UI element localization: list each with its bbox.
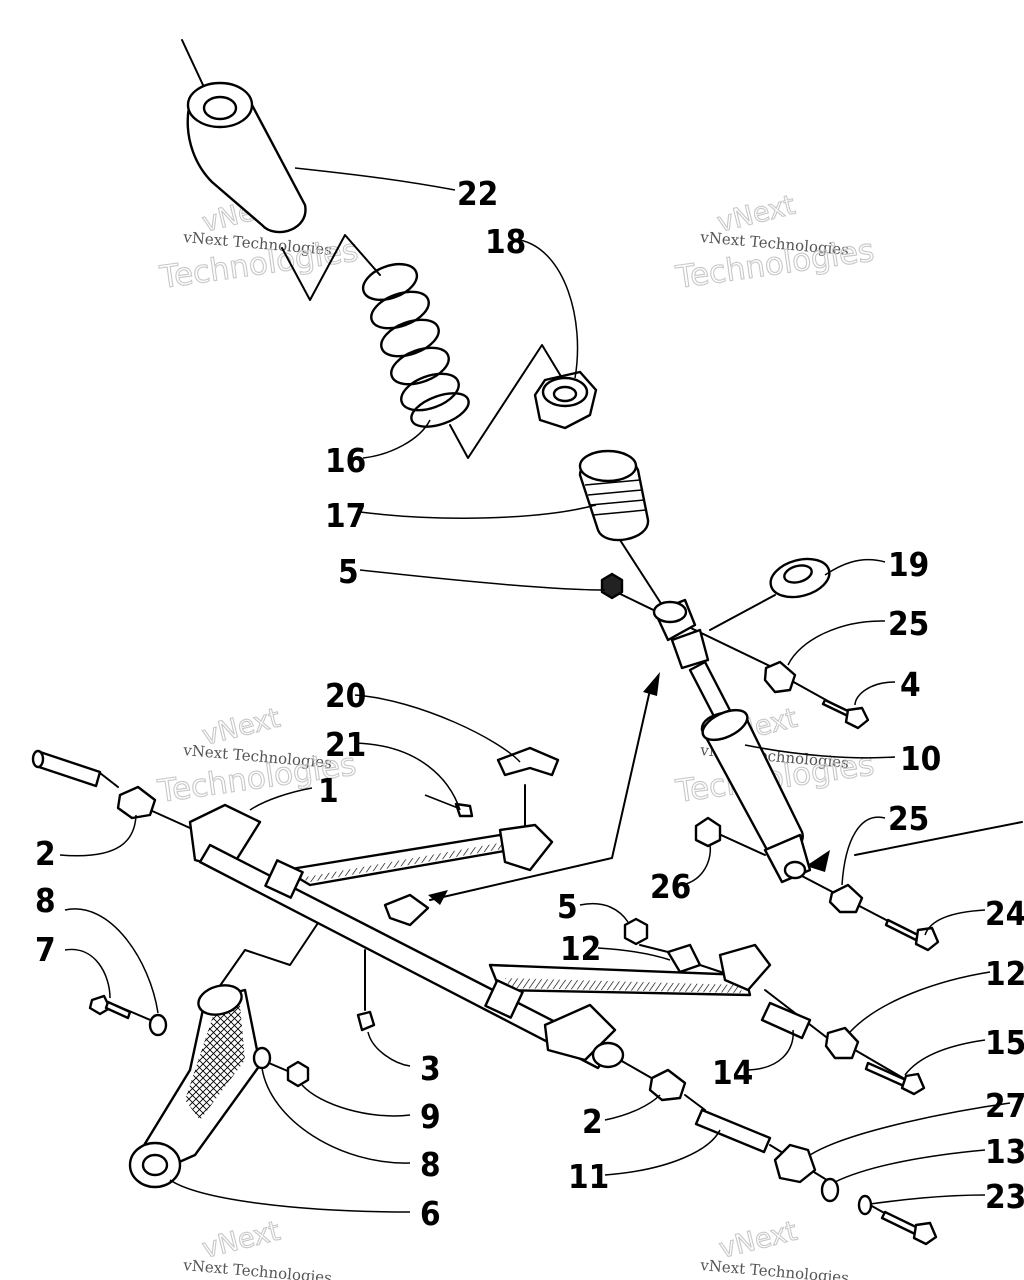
- callout-2-right: 2: [582, 1102, 603, 1141]
- callout-18: 18: [485, 222, 526, 261]
- bushing-lower-part-25: [828, 883, 864, 914]
- callout-7: 7: [35, 930, 56, 969]
- coil-spring-part-16: [361, 262, 470, 428]
- callout-8-lower: 8: [420, 1145, 441, 1184]
- steering-lever-part-6: [128, 984, 262, 1189]
- callout-13: 13: [985, 1132, 1024, 1171]
- watermark-top-right: vNext vNext Technologies Technologies: [673, 189, 877, 297]
- callout-24: 24: [985, 894, 1024, 933]
- callout-9: 9: [420, 1097, 441, 1136]
- spacer-part-12-upper: [666, 943, 702, 974]
- watermark-bottom-right: vNext vNext Technologies: [699, 1215, 850, 1280]
- callout-23: 23: [985, 1177, 1024, 1216]
- callout-1: 1: [318, 771, 339, 810]
- callout-12-lower: 12: [985, 954, 1024, 993]
- callout-25-upper: 25: [888, 604, 929, 643]
- callout-4: 4: [900, 665, 921, 704]
- callout-10: 10: [900, 739, 941, 778]
- spring-adjuster-part-18: [533, 370, 598, 430]
- nut-lower-part-5: [623, 917, 649, 946]
- nut-part-26: [694, 816, 722, 848]
- bolt-part-23: [880, 1210, 938, 1246]
- washer-part-13: [820, 1177, 840, 1203]
- callout-15: 15: [985, 1023, 1024, 1062]
- svg-text:vNext Technologies: vNext Technologies: [182, 1256, 333, 1280]
- callout-19: 19: [888, 545, 929, 584]
- callout-20: 20: [325, 676, 366, 715]
- shock-absorber-part-10: [652, 598, 812, 884]
- callout-8-upper: 8: [35, 881, 56, 920]
- callout-labels: 22 18 16 17 5 19 25 4 20 21 10 1 25 2 26…: [35, 174, 1024, 1233]
- washer-part-8-left: [148, 1013, 168, 1037]
- callout-3: 3: [420, 1049, 441, 1088]
- callout-5-lower: 5: [557, 887, 578, 926]
- pin-part-11: [694, 1108, 772, 1154]
- callout-12-upper: 12: [560, 929, 601, 968]
- callout-26: 26: [650, 867, 691, 906]
- nut-part-12-lower: [824, 1026, 860, 1060]
- bushing-part-2-right: [648, 1068, 687, 1102]
- callout-5-upper: 5: [338, 552, 359, 591]
- bolt-part-4: [821, 698, 870, 730]
- bushing-upper-part-25: [763, 660, 797, 694]
- shock-boot-part-22: [186, 81, 307, 234]
- nut-upper-part-5: [600, 572, 624, 600]
- callout-6: 6: [420, 1194, 441, 1233]
- callout-17: 17: [325, 496, 366, 535]
- grease-fitting-part-3: [356, 1010, 376, 1032]
- callout-14: 14: [712, 1053, 753, 1092]
- nut-part-9: [286, 1060, 310, 1088]
- leader-lines: [59, 167, 1011, 1213]
- washer-part-8-right: [252, 1046, 272, 1070]
- callout-27: 27: [985, 1086, 1024, 1125]
- control-arm-part-1: [188, 803, 772, 1070]
- direction-arrows: [428, 672, 830, 905]
- rubber-washer-part-19: [769, 557, 831, 599]
- sleeve-part-14: [760, 1001, 812, 1040]
- callout-11: 11: [568, 1157, 609, 1196]
- svg-text:vNext: vNext: [199, 1216, 283, 1265]
- bump-stop-part-17: [578, 449, 650, 542]
- callout-25-lower: 25: [888, 799, 929, 838]
- watermark-bottom-left: vNext vNext Technologies: [182, 1215, 333, 1280]
- washer-part-27: [773, 1143, 817, 1184]
- bolt-part-15: [864, 1061, 926, 1096]
- callout-21: 21: [325, 725, 366, 764]
- bolt-part-24: [884, 918, 940, 952]
- callout-16: 16: [325, 441, 366, 480]
- callout-22: 22: [457, 174, 498, 213]
- pin-left: [31, 749, 102, 788]
- rivet-part-21: [424, 794, 474, 818]
- bushing-part-2-left: [116, 785, 157, 820]
- svg-text:vNext Technologies: vNext Technologies: [699, 1256, 850, 1280]
- svg-text:vNext: vNext: [716, 1216, 800, 1265]
- bolt-part-7: [88, 994, 132, 1020]
- lock-washer-part-23: [857, 1194, 873, 1216]
- callout-2-left: 2: [35, 834, 56, 873]
- pad-part-20: [496, 746, 560, 777]
